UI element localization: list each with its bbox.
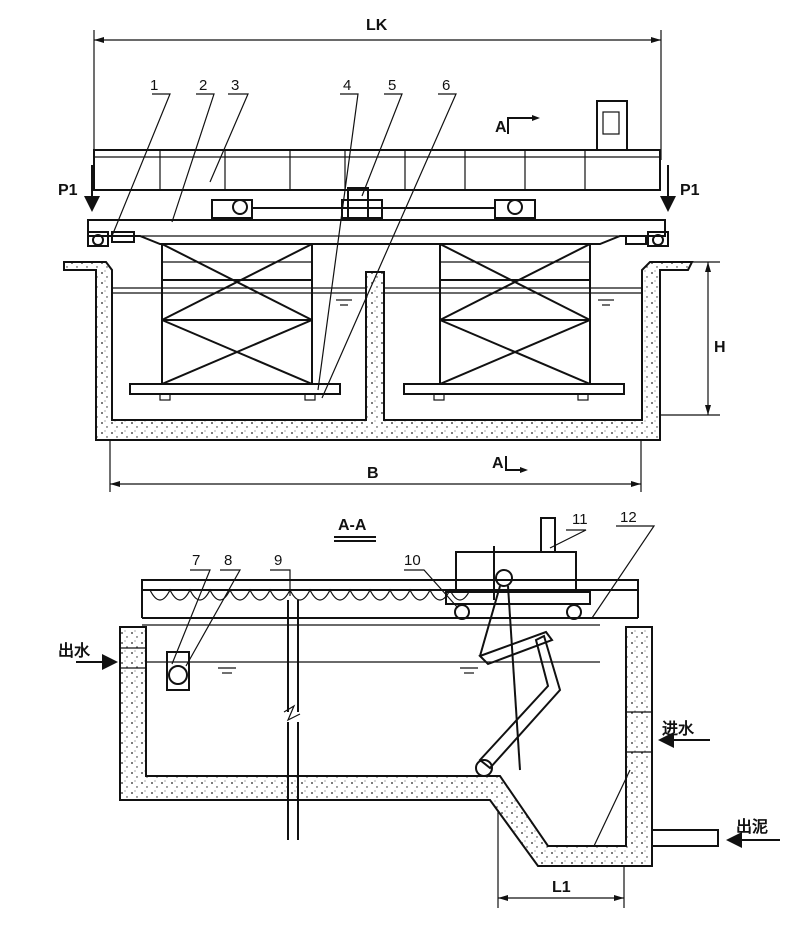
callout-6: 6 <box>442 77 450 94</box>
section-aa-view: A-A <box>58 509 780 908</box>
callout-2: 2 <box>199 77 207 94</box>
callout-4: 4 <box>343 77 351 94</box>
callout-12: 12 <box>620 509 637 526</box>
section-mark-bottom: A <box>492 455 504 472</box>
dimension-lk: LK <box>93 17 662 160</box>
section-concrete <box>119 626 653 867</box>
dimension-h: H <box>660 261 726 416</box>
dimension-l1-label: L1 <box>552 879 571 896</box>
concrete-tank <box>63 261 694 441</box>
sludge-outlet-label: 出泥 <box>736 817 768 836</box>
section-title: A-A <box>338 517 367 534</box>
dimension-lk-label: LK <box>366 17 388 34</box>
callout-7: 7 <box>192 552 200 569</box>
section-railing <box>141 579 639 626</box>
dimension-b: B <box>109 440 642 492</box>
section-marks: A A <box>492 115 540 473</box>
truss-left <box>161 243 313 385</box>
railing <box>93 100 661 191</box>
water-inlet-label: 进水 <box>662 719 695 738</box>
load-left-label: P1 <box>58 182 78 199</box>
callout-leaders-section <box>171 525 656 847</box>
sludge-pipe: 出泥 <box>651 817 780 848</box>
load-right-label: P1 <box>680 182 700 199</box>
top-elevation-view: LK <box>58 17 726 492</box>
callout-3: 3 <box>231 77 239 94</box>
dimension-b-label: B <box>367 465 379 482</box>
water-level <box>112 287 642 306</box>
section-mark-top: A <box>495 119 507 136</box>
flow-arrows: 出水 进水 <box>58 641 710 748</box>
callout-10: 10 <box>404 552 421 569</box>
outlet-trough <box>166 651 190 691</box>
scraper-boards <box>129 383 625 401</box>
dimension-h-label: H <box>714 339 726 356</box>
dimension-l1: L1 <box>497 810 625 908</box>
callout-11: 11 <box>572 511 588 528</box>
callout-1: 1 <box>150 77 158 94</box>
scraper-arm <box>475 569 562 777</box>
callout-5: 5 <box>388 77 396 94</box>
drive-carriage <box>445 517 591 620</box>
callout-9: 9 <box>274 552 282 569</box>
center-pipe <box>283 600 301 840</box>
section-water-level <box>146 661 600 674</box>
truss-right <box>439 243 591 385</box>
callout-leaders-top <box>111 93 457 399</box>
water-outlet-label: 出水 <box>58 641 91 660</box>
callout-8: 8 <box>224 552 232 569</box>
load-arrows: P1 P1 <box>58 165 700 212</box>
bridge-beam <box>87 187 669 247</box>
